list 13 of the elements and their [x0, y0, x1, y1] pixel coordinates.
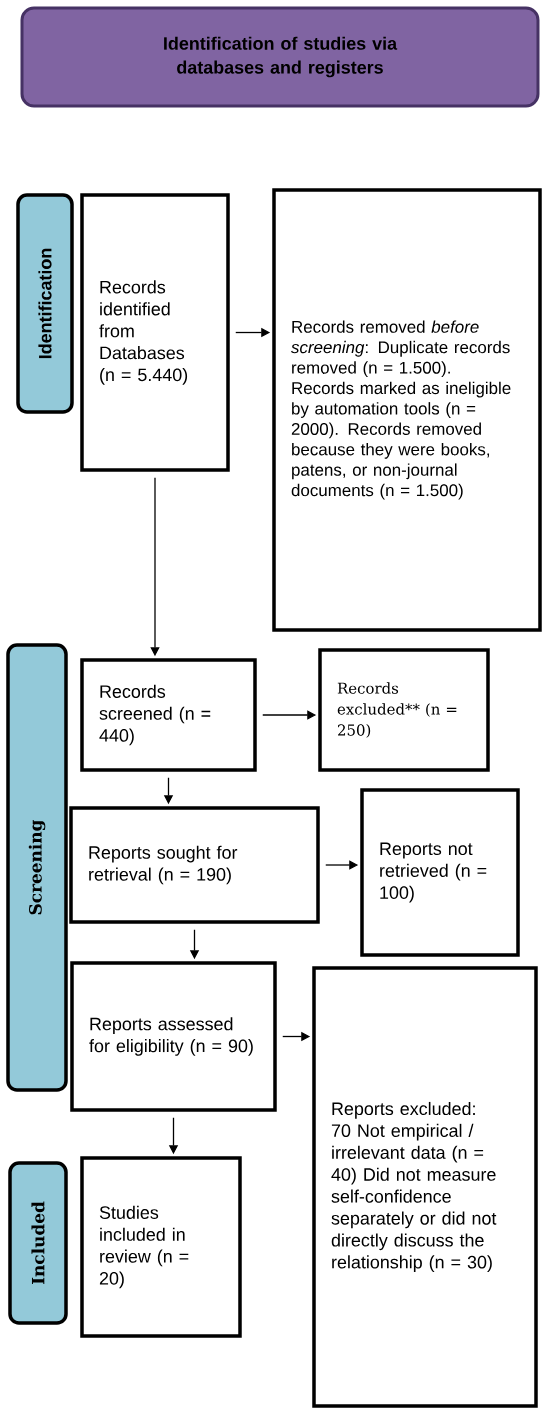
process-box: Studies included in review (n = 20): [80, 1156, 242, 1338]
process-box: Reports sought for retrieval (n = 190): [69, 806, 320, 924]
stage-label: Screening: [6, 643, 68, 1092]
title-banner: Identification of studies via databases and registers: [20, 6, 540, 108]
stage-label: Included: [8, 1161, 68, 1325]
process-box: Reports not retrieved (n = 100): [360, 788, 520, 957]
process-box: Reports assessed for eligibility (n = 90): [70, 961, 277, 1112]
process-box: Records excluded** (n = 250): [318, 648, 490, 772]
process-box: Reports excluded: 70 Not empirical / irrelevant data (n = 40) Did not measure self-confidence separately or did not directly discuss the relationship (n = 30): [312, 966, 538, 1408]
stage-label: Identification: [16, 193, 74, 414]
process-box: Records screened (n = 440): [80, 658, 257, 772]
process-box: Records removed before screening: Duplicate records removed (n = 1.500). Records marked as ineligible by automation tools (n = 2000). Records removed because they were books, patens, or non-journal documents (n = 1.500): [272, 188, 542, 632]
process-box: Records identified from Databases (n = 5.440): [80, 193, 230, 472]
